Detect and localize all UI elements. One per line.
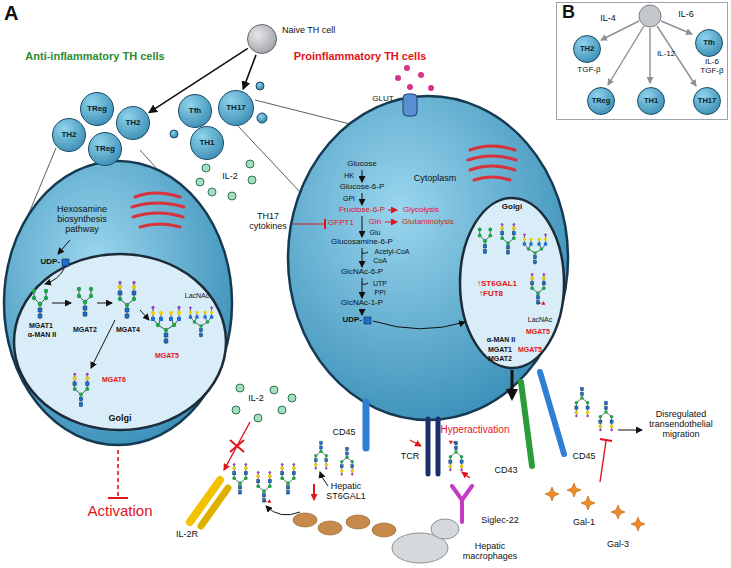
node-text: Golgi — [95, 414, 145, 424]
metabolite-label: UDP- — [24, 258, 60, 267]
t-cell: Tfh — [178, 94, 212, 128]
node-text: TReg — [81, 105, 113, 114]
metabolite-label: UDP- — [326, 316, 362, 325]
enzyme-label: ↑FUT8 — [474, 290, 508, 299]
enzyme-label: MGAT5 — [152, 352, 182, 360]
node-text: TH1 — [638, 97, 664, 105]
effect-label: Hyperactivation — [440, 424, 510, 435]
metabolite-label: GlcNAc-6-P — [317, 268, 407, 277]
cytokine-label: TH17 cytokines — [244, 212, 292, 232]
cell-region: Hexosamine biosynthesis pathwayGolgi — [5, 161, 231, 445]
node-text: TReg — [588, 97, 614, 105]
node-text: Hexosamine biosynthesis pathway — [42, 205, 122, 235]
enzyme-label: ↑ST6GAL1 — [474, 280, 520, 289]
node-text: TH2 — [53, 131, 85, 140]
enzyme-label: MGAT2 — [486, 355, 514, 363]
metabolite-label: Glu — [366, 229, 384, 237]
metabolite-label: Glucosamine-6-P — [317, 238, 407, 247]
node-text: TH17 — [694, 97, 720, 105]
metabolite-label: GlcNAc-1-P — [317, 299, 407, 308]
node-text: B — [562, 3, 584, 23]
metabolite-label: Glucose-6-P — [317, 183, 407, 192]
node-text: Tfh — [179, 107, 211, 116]
effect-label: Activation — [45, 503, 195, 520]
t-cell: Tfh — [695, 29, 723, 57]
enzyme-label: MGAT5 — [524, 328, 552, 336]
enzyme-label: MGAT2 — [70, 326, 100, 334]
group-title: Proinflammatory TH cells — [280, 50, 440, 62]
cytokine-label: IL-2 — [245, 394, 267, 404]
node-text: Tfh — [696, 39, 722, 47]
enzyme-label: HK — [340, 172, 358, 180]
lineage-arrow — [243, 55, 256, 89]
metabolite-label: Acetyl-CoA — [370, 248, 414, 256]
t-cell: TReg — [80, 92, 114, 126]
cell-label: Hepatic macrophages — [460, 542, 520, 562]
cytokine-label: IL-6 — [676, 10, 696, 20]
receptor-label: CD45 — [330, 428, 358, 438]
glycan-label: LacNAc — [181, 292, 213, 300]
receptor-label: CD45 — [570, 452, 598, 462]
metabolite-label: CoA — [370, 257, 390, 265]
metabolite-label: Glucose — [337, 160, 387, 169]
enzyme-label: MGAT6 — [98, 376, 130, 384]
receptor-label: Siglec-22 — [476, 516, 524, 526]
cytokine-label: IL-6 TGF-β — [697, 58, 727, 76]
pathway-label: Glutaminolysis — [398, 218, 458, 227]
enzyme-label: GPI — [338, 195, 360, 203]
metabolite-label: Fructose-6-P — [317, 206, 407, 215]
node-text: TH2 — [117, 119, 149, 128]
naive-cell: Naive TH cell — [247, 24, 277, 54]
node-text: TReg — [89, 145, 121, 154]
effect-label: Disregulated transendothelial migration — [636, 410, 726, 440]
lectin-label: Gal-3 — [604, 540, 632, 550]
enzyme-label: MGAT4 — [113, 326, 143, 334]
cell-region: CytoplasmGolgi — [288, 96, 568, 420]
golgi-inset: Golgi — [12, 250, 228, 430]
cytokine-label: TGF-β — [574, 66, 604, 75]
metabolite-label: Gln — [366, 218, 384, 227]
t-cell: TH1 — [637, 87, 665, 115]
cytokine-label: IL-4 — [598, 14, 618, 24]
receptor-label: TCR — [398, 452, 422, 462]
transporter-label: GLUT — [368, 95, 398, 104]
node-text: TH1 — [191, 139, 223, 148]
lectin-label: Gal-1 — [570, 518, 598, 528]
t-cell: TReg — [88, 132, 122, 166]
panel-letter: A — [4, 2, 26, 24]
t-cell: TH1 — [190, 126, 224, 160]
enzyme-label: GFPT1 — [326, 219, 356, 228]
panel-box: B TH2 TfhTReg TH1 TH17 — [556, 2, 728, 120]
enzyme-label: MGAT5 — [516, 346, 544, 354]
enzyme-label: α-MAN II — [20, 331, 64, 339]
enzyme-label: MGAT1 — [486, 346, 514, 354]
cytokine-label: IL-2 — [218, 172, 242, 182]
node-text: Naive TH cell — [282, 26, 336, 36]
node-text: Golgi — [500, 203, 524, 212]
t-cell: TH2 — [52, 118, 86, 152]
enzyme-label: α-MAN II — [482, 336, 520, 344]
group-title: Anti-inflammatory TH cells — [5, 50, 185, 62]
metabolite-label: UTP — [370, 280, 390, 288]
receptor-label: CD43 — [492, 466, 520, 476]
t-cell: TH17 — [218, 90, 254, 126]
t-cell: TH2 — [116, 106, 150, 140]
receptor-label: IL-2R — [170, 530, 204, 540]
t-cell: TH17 — [693, 87, 721, 115]
glycan-label: LacNAc — [524, 316, 556, 324]
t-cell: TH2 — [573, 35, 601, 63]
enzyme-label: MGAT1 — [25, 322, 57, 330]
pathway-label: Glycolysis — [398, 206, 444, 215]
node-text: TH17 — [219, 104, 253, 113]
node-text: TH2 — [574, 45, 600, 53]
metabolite-label: PPi — [370, 289, 390, 297]
node-text: Cytoplasm — [410, 174, 460, 184]
enzyme-label: Hepatic ST6GAL1 — [318, 482, 374, 502]
cytokine-label: IL-12 — [654, 50, 678, 59]
t-cell: TReg — [587, 87, 615, 115]
